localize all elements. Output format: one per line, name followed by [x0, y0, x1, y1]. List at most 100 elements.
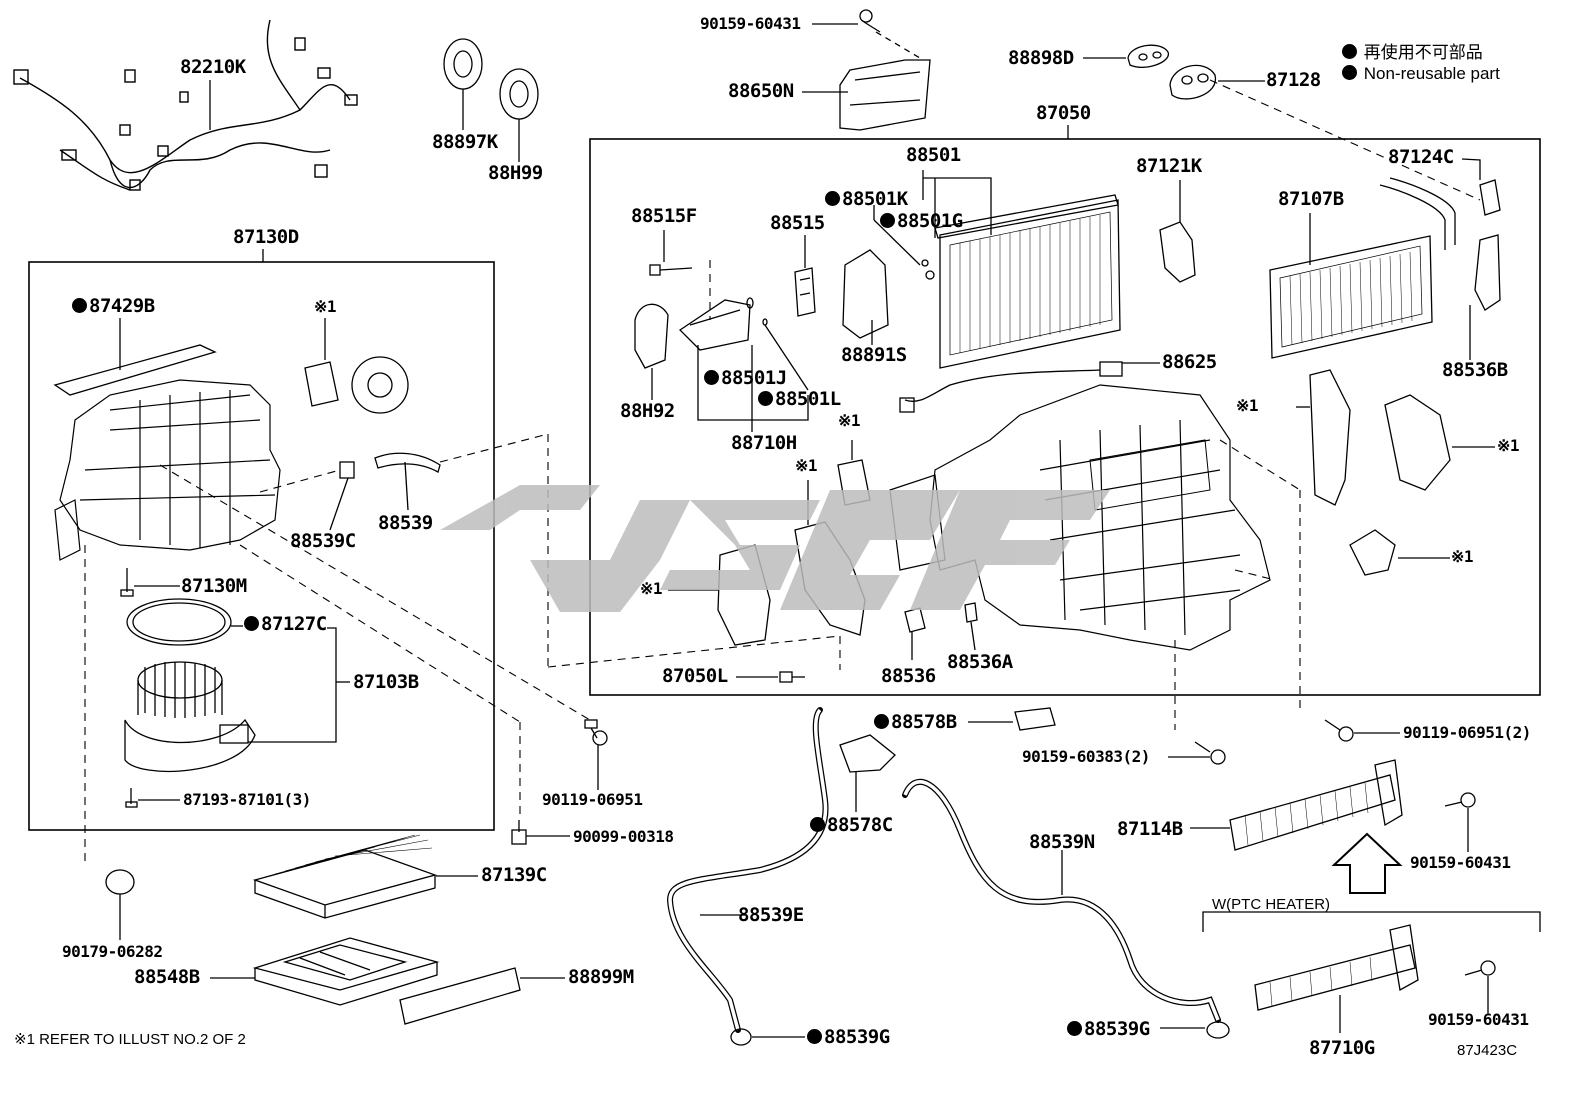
label-88H99: 88H99: [488, 162, 543, 184]
clamp-87124C: [1479, 179, 1501, 216]
ref-mark: ※1: [640, 579, 663, 598]
legend-en: Non-reusable part: [1342, 64, 1500, 84]
actuator-r2: [1384, 394, 1451, 491]
bolt-88515F: [649, 264, 693, 276]
non-reusable-dot-icon: [880, 213, 895, 228]
label-88539: 88539: [378, 512, 433, 534]
non-reusable-dot-icon: [810, 817, 825, 832]
clip-90099: [511, 820, 527, 845]
label-88539N: 88539N: [1029, 831, 1095, 853]
label-90159-60431-top: 90159-60431: [700, 14, 801, 33]
actuator-r1: [1309, 369, 1351, 506]
ref-mark: ※1: [314, 297, 337, 316]
grommet-88539G-right: [1206, 1021, 1230, 1039]
screw-90119-right: [1324, 719, 1354, 742]
label-87050L: 87050L: [662, 665, 728, 687]
bracket-88891S: [842, 249, 889, 339]
group-box-87050: [589, 138, 1541, 696]
screw-87130M: [120, 568, 134, 597]
label-88501J: 88501J: [704, 369, 787, 388]
ref-mark: ※1: [838, 411, 861, 430]
actuator-88H92: [634, 303, 669, 369]
screw-90159-ptc1: [1444, 792, 1476, 808]
ref-mark: ※1: [1236, 396, 1259, 415]
label-88899M: 88899M: [568, 966, 634, 988]
label-88536A: 88536A: [947, 651, 1013, 673]
clip-88578B: [1014, 707, 1056, 731]
legend-dot-icon: [1342, 65, 1357, 80]
label-88650N: 88650N: [728, 80, 794, 102]
arrow-up: [1331, 832, 1403, 894]
label-88625: 88625: [1162, 351, 1217, 373]
part-88539C-shape: [339, 461, 355, 479]
label-90099-00318: 90099-00318: [573, 827, 674, 846]
label-87128: 87128: [1266, 69, 1321, 91]
label-88501G: 88501G: [880, 212, 963, 231]
duct-88539: [374, 452, 441, 473]
bracket-88710H: [678, 299, 751, 351]
screw-90159-top: [859, 9, 881, 33]
ptc-bracket: [1202, 911, 1541, 932]
blower-case: [54, 379, 281, 561]
label-87114B: 87114B: [1117, 818, 1183, 840]
ref-mark: ※1: [1497, 436, 1520, 455]
label-88548B: 88548B: [134, 966, 200, 988]
label-82210K: 82210K: [180, 56, 246, 78]
evaporator-88501: [934, 194, 1121, 369]
legend-jp: 再使用不可部品: [1342, 38, 1483, 63]
label-88710H: 88710H: [731, 432, 797, 454]
figure-code: 87J423C: [1457, 1042, 1518, 1059]
actuator-1: [304, 361, 339, 407]
label-87130M: 87130M: [181, 575, 247, 597]
bracket-88578C: [839, 734, 896, 773]
group-box-87130D: [28, 261, 495, 831]
label-87429B: 87429B: [72, 297, 155, 316]
label-88501K: 88501K: [825, 190, 908, 209]
label-88898D: 88898D: [1008, 47, 1074, 69]
label-88515: 88515: [770, 212, 825, 234]
label-88536: 88536: [881, 665, 936, 687]
screw-90159-60383: [1194, 741, 1226, 765]
label-88539G-left: 88539G: [807, 1028, 890, 1047]
blower-motor-87103B: [124, 661, 256, 773]
non-reusable-dot-icon: [244, 616, 259, 631]
label-87103B: 87103B: [353, 671, 419, 693]
label-87050: 87050: [1036, 102, 1091, 124]
label-88578B: 88578B: [874, 713, 957, 732]
ptc-heater-87710G: [1254, 924, 1419, 1011]
legend-dot-icon: [1342, 44, 1357, 59]
non-reusable-dot-icon: [874, 714, 889, 729]
cover-88899M: [399, 967, 521, 1025]
screw-87050L: [779, 671, 805, 683]
non-reusable-dot-icon: [72, 298, 87, 313]
seal-87429B: [53, 344, 217, 396]
label-88539E: 88539E: [738, 904, 804, 926]
label-88H92: 88H92: [620, 400, 675, 422]
label-90119-06951-2: 90119-06951(2): [1403, 723, 1531, 742]
ref-mark: ※1: [795, 456, 818, 475]
label-90179-06282: 90179-06282: [62, 942, 163, 961]
bracket-88536B: [1474, 234, 1501, 311]
label-87193-87101: 87193-87101(3): [183, 790, 311, 809]
non-reusable-dot-icon: [825, 191, 840, 206]
ptc-group-label: W(PTC HEATER): [1212, 896, 1331, 913]
label-87710G: 87710G: [1309, 1037, 1375, 1059]
o-ring-87127C: [126, 598, 232, 646]
grommet-88898D: [1127, 44, 1169, 68]
non-reusable-dot-icon: [758, 391, 773, 406]
label-87130D: 87130D: [233, 226, 299, 248]
screw-90159-ptc2: [1464, 960, 1496, 976]
label-88539G-right: 88539G: [1067, 1020, 1150, 1039]
label-90159-60431-ptc1: 90159-60431: [1410, 853, 1511, 872]
label-88501L: 88501L: [758, 390, 841, 409]
non-reusable-dot-icon: [807, 1029, 822, 1044]
ptc-heater-87114B: [1229, 759, 1403, 851]
label-88891S: 88891S: [841, 344, 907, 366]
label-88536B: 88536B: [1442, 359, 1508, 381]
footnote: ※1 REFER TO ILLUST NO.2 OF 2: [14, 1031, 246, 1048]
label-88578C: 88578C: [810, 816, 893, 835]
label-87124C: 87124C: [1388, 146, 1454, 168]
label-90119-06951: 90119-06951: [542, 790, 643, 809]
